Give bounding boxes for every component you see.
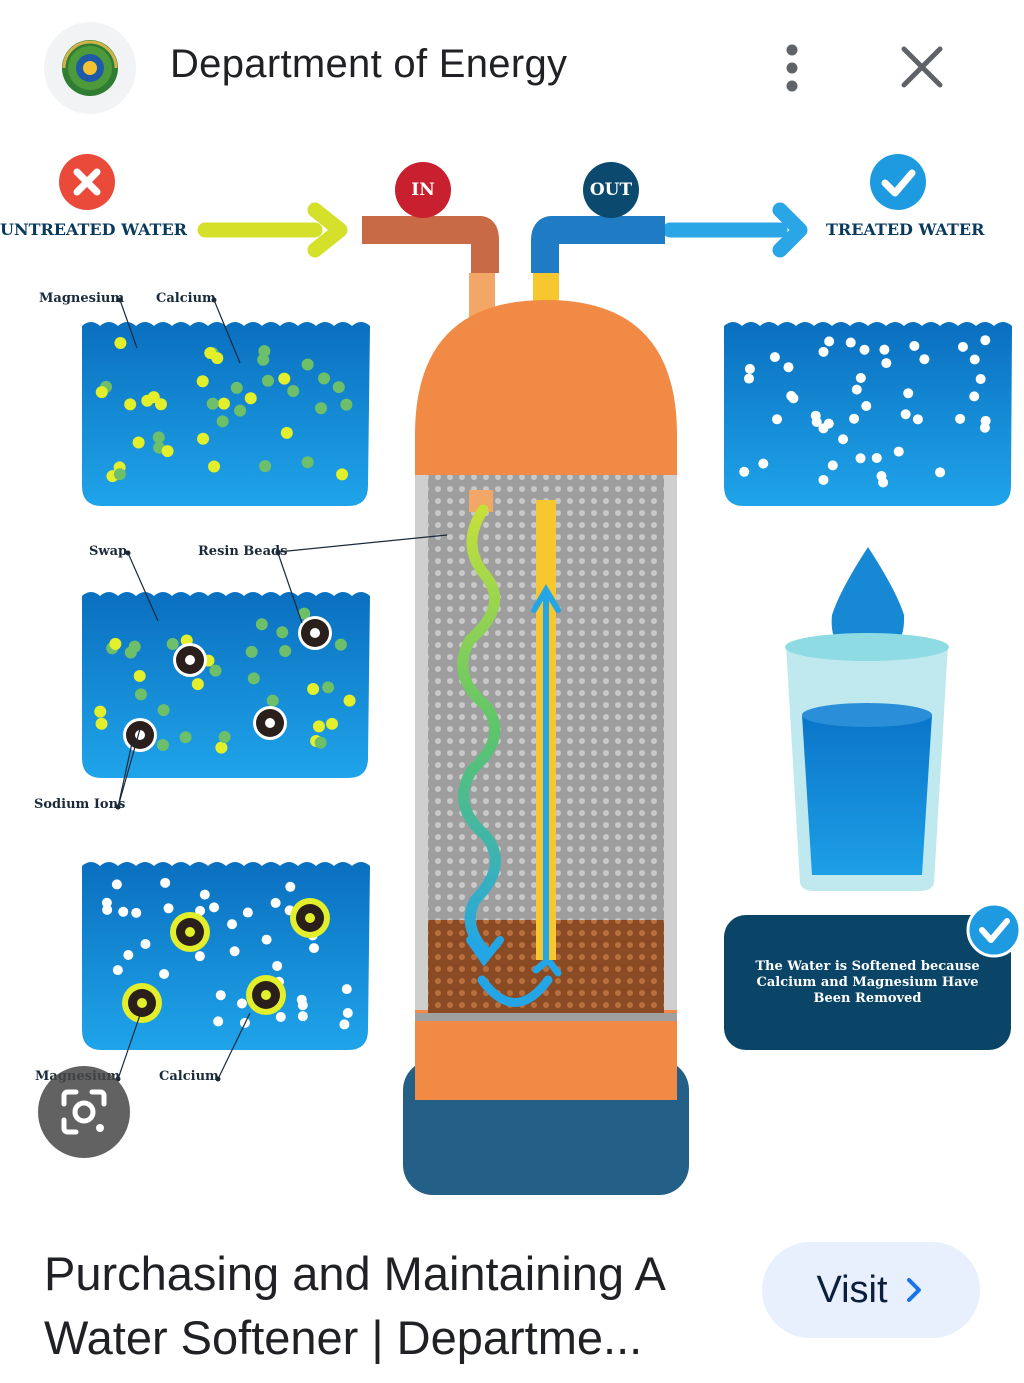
in-badge: IN <box>411 180 435 200</box>
doe-logo <box>44 22 136 114</box>
ion-swap-tank <box>82 592 370 778</box>
out-badge: OUT <box>589 180 633 200</box>
more-options-button[interactable] <box>770 40 814 96</box>
treated-water-label: TREATED WATER <box>826 220 985 239</box>
treated-water-tank <box>724 322 1012 506</box>
more-vert-icon <box>786 44 798 92</box>
lens-search-button[interactable] <box>38 1066 130 1158</box>
tank2-swap-label: Swap <box>89 544 128 559</box>
chevron-right-icon <box>906 1278 921 1302</box>
tank1-magnesium-label: Magnesium <box>39 291 125 306</box>
tank2-sodium-ions-label: Sodium Ions <box>34 797 126 812</box>
close-button[interactable] <box>892 40 952 96</box>
visit-label: Visit <box>816 1268 888 1311</box>
untreated-water-tank <box>82 322 370 506</box>
infographic-art <box>59 154 1022 1195</box>
tank3-calcium-label: Calcium <box>159 1069 219 1084</box>
lens-search-icon <box>61 1089 107 1135</box>
water-softener-infographic[interactable]: UNTREATED WATER TREATED WATER IN OUT Mag… <box>0 135 1024 1220</box>
softened-resin-tank <box>82 862 370 1050</box>
tank1-calcium-label: Calcium <box>156 291 216 306</box>
softened-info-text: The Water is Softened because Calcium an… <box>755 958 980 1006</box>
untreated-water-label: UNTREATED WATER <box>0 220 187 239</box>
visit-button[interactable]: Visit <box>762 1242 980 1338</box>
result-title[interactable]: Purchasing and Maintaining A Water Softe… <box>44 1247 664 1364</box>
site-name: Department of Energy <box>170 42 568 86</box>
close-icon <box>901 46 943 88</box>
tank2-resin-beads-label: Resin Beads <box>198 544 288 559</box>
source-header: Department of Energy <box>0 0 1024 135</box>
